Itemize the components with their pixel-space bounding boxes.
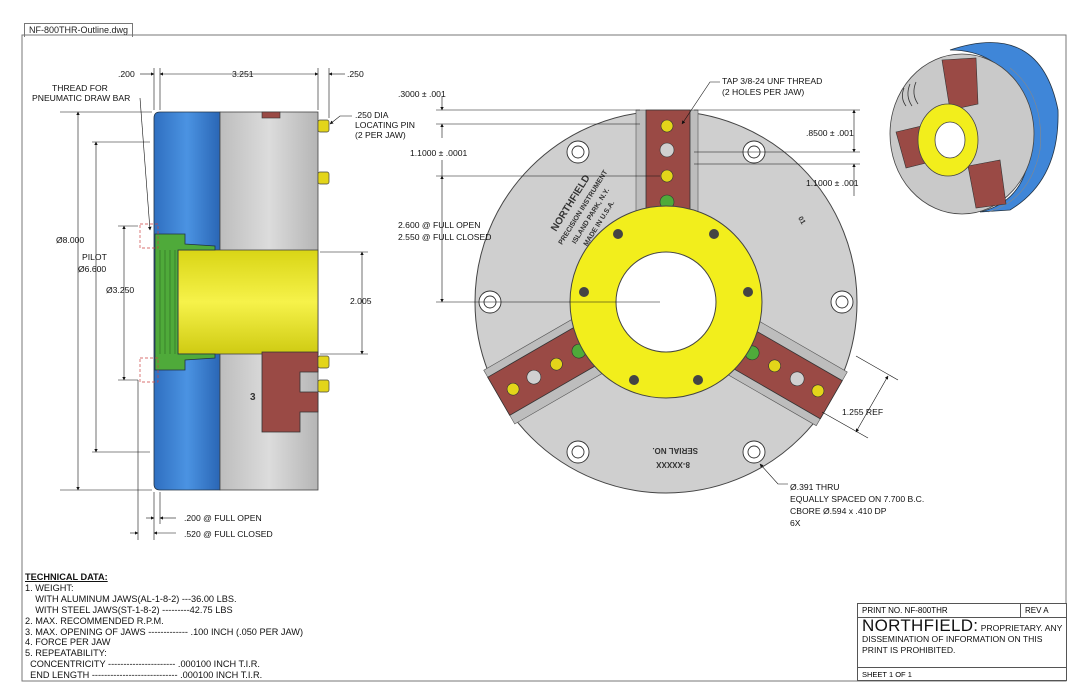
closed-label: .520 @ FULL CLOSED bbox=[184, 529, 273, 539]
iso-view bbox=[889, 42, 1059, 215]
dim-11000-right: 1.1000 ± .001 bbox=[806, 178, 859, 188]
iso-jaw-top bbox=[941, 57, 979, 111]
tech-line-1: 1. WEIGHT: bbox=[25, 582, 74, 593]
jaw-mark: 01 bbox=[796, 216, 806, 226]
sheet-number: SHEET 1 OF 1 bbox=[858, 667, 1066, 680]
jaw-top-screw bbox=[659, 142, 675, 158]
file-tab[interactable]: NF-800THR-Outline.dwg bbox=[24, 23, 134, 37]
hidden-line-bottom bbox=[139, 357, 159, 383]
pin-top-2 bbox=[317, 171, 330, 185]
pin-label-1: .250 DIA bbox=[355, 110, 389, 120]
dim-2005: 2.005 bbox=[350, 296, 372, 306]
serial-number: SERIAL NO. bbox=[652, 446, 698, 455]
title-block-header: PRINT NO. NF-800THR REV A bbox=[858, 604, 1066, 618]
serial-block: 8-XXXXX SERIAL NO. bbox=[652, 446, 698, 469]
closed-dim: 2.550 @ FULL CLOSED bbox=[398, 232, 491, 242]
pin-label-3: (2 PER JAW) bbox=[355, 130, 406, 140]
jaw-top bbox=[645, 109, 691, 215]
pin-label-2: LOCATING PIN bbox=[355, 120, 415, 130]
proprietary-notice: NORTHFIELD: PROPRIETARY. ANY DISSEMINATI… bbox=[862, 617, 1066, 656]
side-jaw-number: 3 bbox=[250, 392, 256, 403]
dia-8000: Ø8.000 bbox=[56, 235, 84, 245]
hole-note-1: Ø.391 THRU bbox=[790, 482, 840, 492]
print-number: PRINT NO. NF-800THR bbox=[862, 604, 948, 617]
side-thread-hatching bbox=[159, 250, 176, 354]
title-block: PRINT NO. NF-800THR REV A NORTHFIELD: PR… bbox=[857, 603, 1067, 681]
rev-value: A bbox=[1043, 606, 1049, 615]
dim-8500: .8500 ± .001 bbox=[806, 128, 854, 138]
pilot-dia: Ø6.600 bbox=[78, 264, 106, 274]
open-label: .200 @ FULL OPEN bbox=[184, 513, 262, 523]
side-view: 3 .200 3.251 .250 THREAD FOR PNEUMATIC D… bbox=[32, 68, 415, 540]
notice-line-1: PROPRIETARY. ANY bbox=[980, 623, 1063, 633]
pin-bottom-2 bbox=[317, 379, 330, 393]
notice-line-2: DISSEMINATION OF INFORMATION ON THIS bbox=[862, 634, 1043, 644]
pilot-label: PILOT bbox=[82, 252, 108, 262]
iso-engraving bbox=[902, 81, 919, 107]
hole-note-3: CBORE Ø.594 x .410 DP bbox=[790, 506, 887, 516]
print-no-label: PRINT NO. bbox=[862, 606, 903, 615]
hidden-line-top bbox=[139, 223, 159, 249]
tech-line-4: 2. MAX. RECOMMENDED R.P.M. bbox=[25, 615, 164, 626]
jaw-top-tap-2 bbox=[660, 169, 674, 183]
hole-note-2: EQUALLY SPACED ON 7.700 B.C. bbox=[790, 494, 924, 504]
dim-11000-left: 1.1000 ± .0001 bbox=[410, 148, 468, 158]
print-no-value: NF-800THR bbox=[904, 606, 948, 615]
dim-3000: .3000 ± .001 bbox=[398, 89, 446, 99]
tech-line-6: 4. FORCE PER JAW bbox=[25, 637, 111, 648]
jaw-top-tap-1 bbox=[660, 119, 674, 133]
front-view: NORTHFIELD PRECISION INSTRUMENT ISLAND P… bbox=[398, 76, 924, 528]
revision: REV A bbox=[1020, 604, 1066, 617]
thread-leader bbox=[139, 97, 152, 231]
technical-data: TECHNICAL DATA: 1. WEIGHT: WITH ALUMINUM… bbox=[25, 572, 355, 681]
technical-data-title: TECHNICAL DATA: bbox=[25, 572, 108, 582]
dim-3251: 3.251 bbox=[232, 69, 254, 79]
dim-200-top: .200 bbox=[118, 69, 135, 79]
hole-leader bbox=[759, 463, 788, 485]
side-yellow-face bbox=[177, 249, 319, 355]
thread-label-1: THREAD FOR bbox=[52, 83, 108, 93]
tech-line-8: CONCENTRICITY ---------------------- .00… bbox=[25, 659, 260, 670]
tech-line-5: 3. MAX. OPENING OF JAWS ------------- .1… bbox=[25, 626, 304, 637]
iso-bore bbox=[934, 121, 966, 159]
tech-line-7: 5. REPEATABILITY: bbox=[25, 648, 107, 659]
face-screws bbox=[579, 229, 753, 385]
iso-jaw-bottom bbox=[967, 159, 1007, 209]
serial-label: 8-XXXXX bbox=[656, 460, 690, 469]
side-top-jaw-slot bbox=[261, 111, 281, 119]
open-dim: 2.600 @ FULL OPEN bbox=[398, 220, 480, 230]
hole-note-4: 6X bbox=[790, 518, 801, 528]
tech-line-2: WITH ALUMINUM JAWS(AL-1-8-2) ---36.00 LB… bbox=[25, 593, 237, 604]
pin-bottom-1 bbox=[317, 355, 330, 369]
mount-holes bbox=[478, 140, 854, 464]
iso-rim bbox=[987, 67, 1041, 213]
ref-dim: 1.255 REF bbox=[842, 407, 883, 417]
tap-label-2: (2 HOLES PER JAW) bbox=[722, 87, 804, 97]
brand-name: NORTHFIELD: bbox=[862, 616, 979, 635]
tech-line-3: WITH STEEL JAWS(ST-1-8-2) ---------42.75… bbox=[25, 604, 233, 615]
pin-leader bbox=[329, 115, 352, 125]
notice-line-3: PRINT IS PROHIBITED. bbox=[862, 645, 956, 655]
tech-line-9: END LENGTH ---------------------------- … bbox=[25, 670, 263, 681]
sheet-border bbox=[21, 34, 1067, 682]
dim-250-top: .250 bbox=[347, 69, 364, 79]
tap-leader bbox=[681, 81, 720, 125]
pin-top-1 bbox=[317, 119, 330, 133]
dia-3250: Ø3.250 bbox=[106, 285, 134, 295]
tap-label-1: TAP 3/8-24 UNF THREAD bbox=[722, 76, 822, 86]
thread-label-2: PNEUMATIC DRAW BAR bbox=[32, 93, 130, 103]
jaw-right bbox=[729, 328, 843, 420]
rev-label: REV bbox=[1025, 606, 1042, 615]
